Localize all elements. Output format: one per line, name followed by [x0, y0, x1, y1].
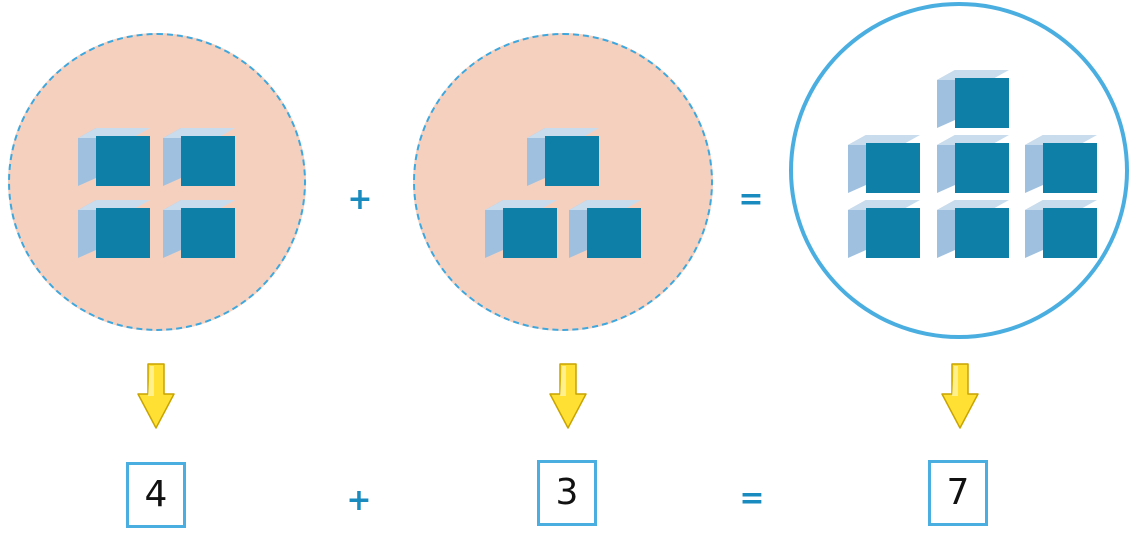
cube-icon — [848, 200, 920, 258]
cube-icon — [569, 200, 641, 258]
group-circle-first — [8, 33, 306, 331]
cube-icon — [1025, 135, 1097, 193]
cube-icon — [937, 135, 1009, 193]
equals-sign-top: = — [738, 182, 764, 217]
cube-icon — [163, 128, 235, 186]
number-box-second: 3 — [537, 460, 597, 526]
cube-icon — [485, 200, 557, 258]
plus-sign-bottom: + — [346, 483, 372, 518]
cube-icon — [163, 200, 235, 258]
cube-icon — [1025, 200, 1097, 258]
cube-icon — [937, 70, 1009, 128]
arrow-down-icon — [940, 362, 980, 432]
number-box-result: 7 — [928, 460, 988, 526]
arrow-down-icon — [548, 362, 588, 432]
cube-icon — [78, 128, 150, 186]
plus-sign-top: + — [347, 182, 373, 217]
cube-icon — [78, 200, 150, 258]
number-box-first: 4 — [126, 462, 186, 528]
cube-icon — [848, 135, 920, 193]
cube-icon — [937, 200, 1009, 258]
arrow-down-icon — [136, 362, 176, 432]
equals-sign-bottom: = — [739, 481, 765, 516]
cube-icon — [527, 128, 599, 186]
